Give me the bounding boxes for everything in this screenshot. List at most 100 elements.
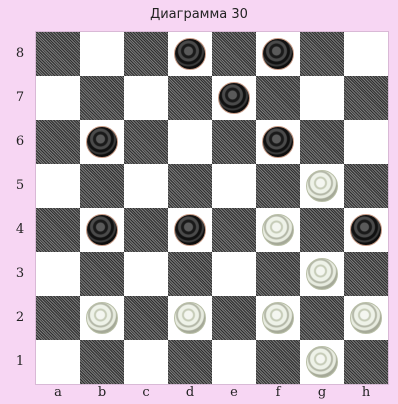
square-h6[interactable]	[344, 120, 388, 164]
square-g8[interactable]	[300, 32, 344, 76]
black-checker-e7[interactable]	[218, 82, 250, 114]
square-d3[interactable]	[168, 252, 212, 296]
square-b6[interactable]	[80, 120, 124, 164]
white-checker-g1[interactable]	[306, 346, 338, 378]
rank-label: 8	[8, 32, 32, 76]
file-label: b	[80, 385, 124, 400]
square-d4[interactable]	[168, 208, 212, 252]
square-b8[interactable]	[80, 32, 124, 76]
white-checker-b2[interactable]	[86, 302, 118, 334]
square-c7[interactable]	[124, 76, 168, 120]
white-checker-f4[interactable]	[262, 214, 294, 246]
file-labels: a b c d e f g h	[36, 385, 388, 403]
square-c5[interactable]	[124, 164, 168, 208]
rank-label: 7	[8, 76, 32, 120]
square-g2[interactable]	[300, 296, 344, 340]
rank-label: 1	[8, 340, 32, 384]
rank-label: 6	[8, 120, 32, 164]
square-d1[interactable]	[168, 340, 212, 384]
square-g1[interactable]	[300, 340, 344, 384]
square-c2[interactable]	[124, 296, 168, 340]
square-e8[interactable]	[212, 32, 256, 76]
black-checker-d4[interactable]	[174, 214, 206, 246]
black-checker-b6[interactable]	[86, 126, 118, 158]
square-b4[interactable]	[80, 208, 124, 252]
file-label: f	[256, 385, 300, 400]
square-e1[interactable]	[212, 340, 256, 384]
square-g4[interactable]	[300, 208, 344, 252]
square-d2[interactable]	[168, 296, 212, 340]
square-d8[interactable]	[168, 32, 212, 76]
square-c3[interactable]	[124, 252, 168, 296]
square-d7[interactable]	[168, 76, 212, 120]
square-a8[interactable]	[36, 32, 80, 76]
square-a3[interactable]	[36, 252, 80, 296]
white-checker-f2[interactable]	[262, 302, 294, 334]
square-f5[interactable]	[256, 164, 300, 208]
file-label: c	[124, 385, 168, 400]
square-f2[interactable]	[256, 296, 300, 340]
rank-label: 2	[8, 296, 32, 340]
square-h1[interactable]	[344, 340, 388, 384]
rank-label: 3	[8, 252, 32, 296]
black-checker-h4[interactable]	[350, 214, 382, 246]
square-e4[interactable]	[212, 208, 256, 252]
file-label: a	[36, 385, 80, 400]
square-g3[interactable]	[300, 252, 344, 296]
rank-label: 4	[8, 208, 32, 252]
square-e3[interactable]	[212, 252, 256, 296]
black-checker-b4[interactable]	[86, 214, 118, 246]
square-a7[interactable]	[36, 76, 80, 120]
square-a4[interactable]	[36, 208, 80, 252]
square-c8[interactable]	[124, 32, 168, 76]
square-f7[interactable]	[256, 76, 300, 120]
square-f6[interactable]	[256, 120, 300, 164]
square-e7[interactable]	[212, 76, 256, 120]
square-g6[interactable]	[300, 120, 344, 164]
square-b1[interactable]	[80, 340, 124, 384]
square-d6[interactable]	[168, 120, 212, 164]
square-f4[interactable]	[256, 208, 300, 252]
rank-label: 5	[8, 164, 32, 208]
square-a1[interactable]	[36, 340, 80, 384]
square-h8[interactable]	[344, 32, 388, 76]
square-f8[interactable]	[256, 32, 300, 76]
white-checker-g5[interactable]	[306, 170, 338, 202]
square-h4[interactable]	[344, 208, 388, 252]
square-h7[interactable]	[344, 76, 388, 120]
white-checker-h2[interactable]	[350, 302, 382, 334]
checkers-board[interactable]	[36, 32, 388, 384]
file-label: e	[212, 385, 256, 400]
black-checker-d8[interactable]	[174, 38, 206, 70]
square-h3[interactable]	[344, 252, 388, 296]
square-b3[interactable]	[80, 252, 124, 296]
file-label: g	[300, 385, 344, 400]
square-a2[interactable]	[36, 296, 80, 340]
square-f3[interactable]	[256, 252, 300, 296]
square-b2[interactable]	[80, 296, 124, 340]
square-b7[interactable]	[80, 76, 124, 120]
square-h2[interactable]	[344, 296, 388, 340]
square-c4[interactable]	[124, 208, 168, 252]
black-checker-f6[interactable]	[262, 126, 294, 158]
square-b5[interactable]	[80, 164, 124, 208]
square-a6[interactable]	[36, 120, 80, 164]
white-checker-g3[interactable]	[306, 258, 338, 290]
square-c6[interactable]	[124, 120, 168, 164]
square-e6[interactable]	[212, 120, 256, 164]
square-a5[interactable]	[36, 164, 80, 208]
square-e5[interactable]	[212, 164, 256, 208]
file-label: d	[168, 385, 212, 400]
diagram-title: Диаграмма 30	[0, 7, 398, 22]
square-e2[interactable]	[212, 296, 256, 340]
white-checker-d2[interactable]	[174, 302, 206, 334]
square-h5[interactable]	[344, 164, 388, 208]
square-c1[interactable]	[124, 340, 168, 384]
square-g5[interactable]	[300, 164, 344, 208]
file-label: h	[344, 385, 388, 400]
square-g7[interactable]	[300, 76, 344, 120]
square-f1[interactable]	[256, 340, 300, 384]
square-d5[interactable]	[168, 164, 212, 208]
black-checker-f8[interactable]	[262, 38, 294, 70]
